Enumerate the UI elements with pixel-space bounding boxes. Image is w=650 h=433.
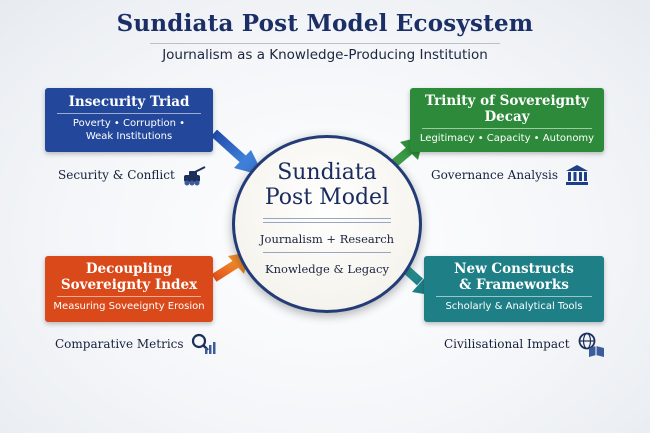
node-divider	[57, 296, 201, 297]
center-line2: Knowledge & Legacy	[265, 262, 389, 276]
node-title-line1: Decoupling	[85, 261, 173, 277]
magnifier-chart-icon	[190, 332, 216, 356]
center-title-line2: Post Model	[264, 185, 390, 210]
node-detail: Legitimacy • Capacity • Autonomy	[419, 133, 595, 144]
military-icon	[181, 163, 207, 187]
caption-civilisational-impact: Civilisational Impact	[444, 332, 604, 357]
node-trinity-sovereignty-decay: Trinity of Sovereignty Decay Legitimacy …	[410, 88, 604, 152]
caption-text: Civilisational Impact	[444, 337, 570, 351]
node-detail: Measuring Soveeignty Erosion	[53, 301, 205, 312]
node-new-constructs-frameworks: New Constructs & Frameworks Scholarly & …	[424, 256, 604, 322]
caption-text: Comparative Metrics	[55, 337, 184, 351]
center-hub: Sundiata Post Model Journalism + Researc…	[232, 135, 422, 313]
node-title-line1: Trinity of Sovereignty	[425, 93, 589, 109]
node-title-line2: Decay	[484, 109, 530, 125]
node-detail-line2: Weak Institutions	[85, 131, 173, 142]
node-divider	[57, 113, 201, 114]
center-divider-middle	[263, 252, 391, 253]
node-title-line2: & Frameworks	[459, 277, 569, 293]
node-detail-line1: Poverty • Corruption •	[72, 118, 186, 129]
center-title-line1: Sundiata	[277, 160, 377, 185]
caption-security-conflict: Security & Conflict	[58, 163, 207, 187]
node-divider	[436, 296, 592, 297]
caption-governance-analysis: Governance Analysis	[431, 163, 590, 187]
title-divider	[150, 43, 500, 44]
center-title: Sundiata Post Model	[235, 160, 419, 210]
caption-text: Governance Analysis	[431, 168, 558, 182]
center-divider-top	[263, 218, 391, 219]
node-decoupling-sovereignty-index: Decoupling Sovereignty Index Measuring S…	[45, 256, 213, 322]
caption-comparative-metrics: Comparative Metrics	[55, 332, 216, 356]
diagram-title: Sundiata Post Model Ecosystem	[116, 10, 534, 37]
diagram-subtitle: Journalism as a Knowledge-Producing Inst…	[162, 47, 488, 63]
node-title: Insecurity Triad	[68, 94, 190, 110]
node-insecurity-triad: Insecurity Triad Poverty • Corruption • …	[45, 88, 213, 152]
caption-text: Security & Conflict	[58, 168, 175, 182]
node-title-line2: Sovereignty Index	[60, 277, 198, 293]
government-building-icon	[564, 163, 590, 187]
node-divider	[422, 128, 592, 129]
globe-book-icon	[576, 332, 604, 357]
center-divider-top-double	[263, 222, 391, 223]
node-title-line1: New Constructs	[454, 261, 574, 277]
center-line1: Journalism + Research	[259, 232, 395, 246]
node-detail: Scholarly & Analytical Tools	[445, 301, 583, 312]
